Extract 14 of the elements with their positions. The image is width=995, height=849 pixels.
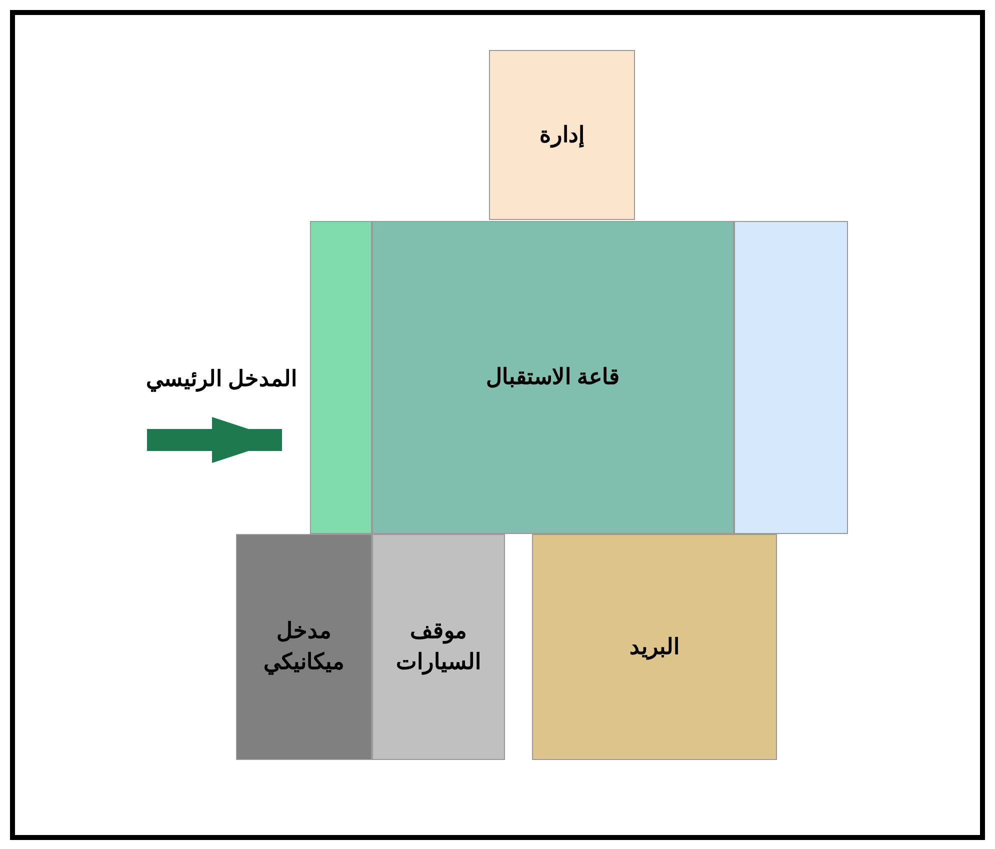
entrance-label: المدخل الرئيسي bbox=[146, 366, 297, 392]
room-block bbox=[734, 221, 848, 534]
room-label: قاعة الاستقبال bbox=[486, 363, 620, 392]
room-block bbox=[489, 50, 635, 220]
room-label: مدخل ميكانيكي bbox=[262, 617, 346, 677]
room-block bbox=[310, 221, 372, 534]
room-block bbox=[372, 221, 734, 534]
room-label: إدارة bbox=[540, 120, 584, 150]
room-block bbox=[372, 534, 505, 760]
room-label: موقف السيارات bbox=[395, 617, 482, 677]
entrance-arrow bbox=[147, 417, 282, 463]
room-block bbox=[532, 534, 777, 760]
room-label: البريد bbox=[630, 632, 680, 662]
room-block bbox=[236, 534, 372, 760]
